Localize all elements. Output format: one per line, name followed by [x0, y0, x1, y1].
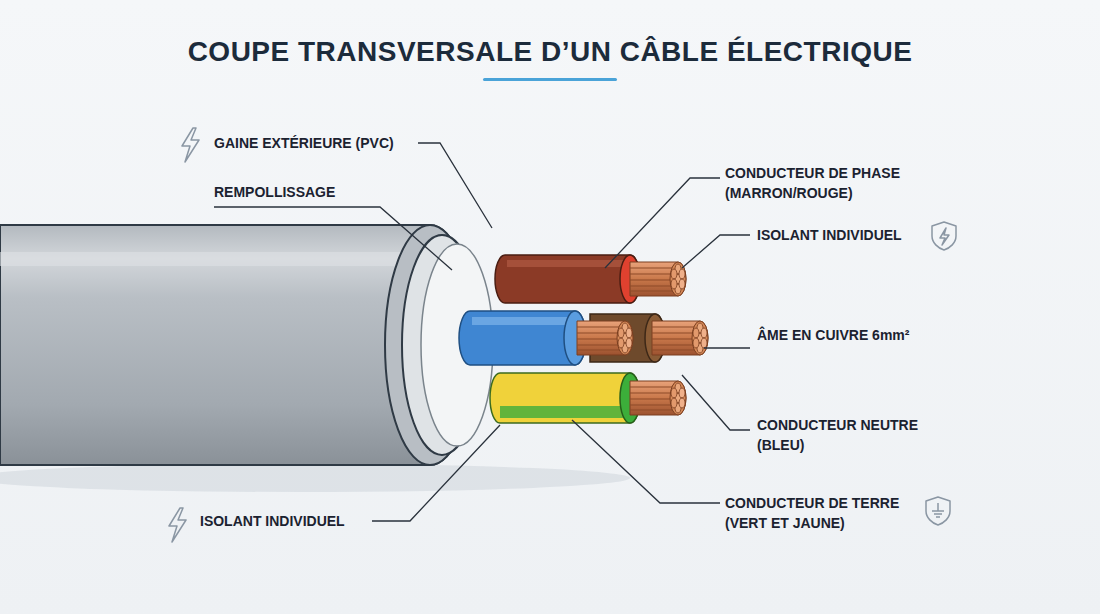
- part-label: ISOLANT INDIVIDUEL: [757, 225, 937, 245]
- part-label: ISOLANT INDIVIDUEL: [200, 511, 380, 531]
- part-label: CONDUCTEUR DE TERRE (VERT ET JAUNE): [725, 493, 920, 533]
- part-label: REMPOLLISSAGE: [214, 182, 414, 202]
- diagram-title: COUPE TRANSVERSALE D’UN CÂBLE ÉLECTRIQUE: [0, 36, 1100, 68]
- part-label: GAINE EXTÉRIEURE (PVC): [214, 133, 444, 153]
- part-label: CONDUCTEUR NEUTRE (BLEU): [757, 415, 937, 455]
- part-label: CONDUCTEUR DE PHASE (MARRON/ROUGE): [725, 163, 930, 203]
- part-label: ÂME EN CUIVRE 6mm²: [757, 325, 977, 345]
